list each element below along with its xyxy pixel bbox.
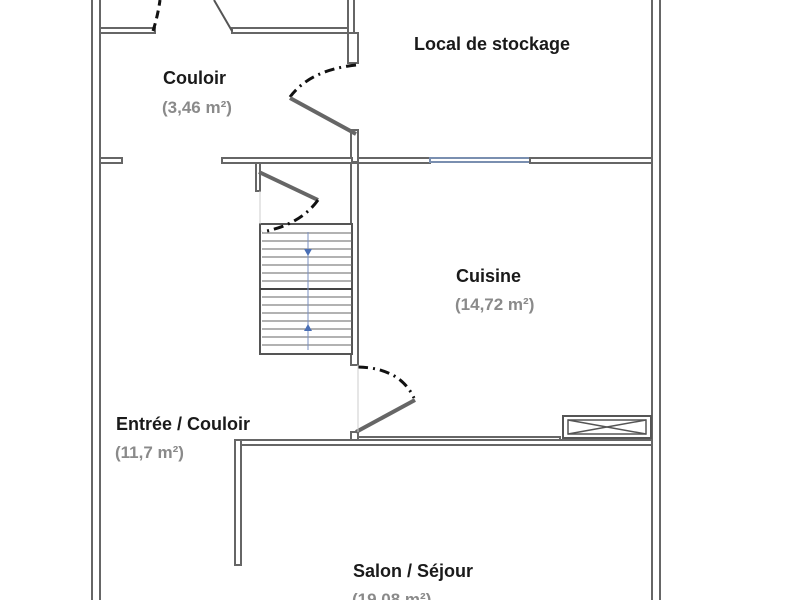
room-labels: Couloir (3,46 m²) Local de stockage Cuis… (115, 34, 570, 600)
wall-h-mid (221, 157, 353, 164)
door-swing-kitchen (357, 365, 416, 399)
wall-central-upper (347, 32, 359, 64)
outer-wall-right (651, 0, 661, 600)
door-swing-couloir (288, 63, 357, 98)
wall-salon-left (234, 439, 242, 566)
room-name-stockage: Local de stockage (414, 34, 570, 54)
room-area-couloir: (3,46 m²) (162, 98, 232, 117)
stair-arrow-down-icon (304, 249, 312, 256)
wall-salon-top (234, 439, 653, 446)
wall-h-right (357, 157, 431, 164)
wall-h-far-right (529, 157, 653, 164)
room-name-entree: Entrée / Couloir (116, 414, 250, 434)
door-leaf-couloir (289, 96, 357, 136)
room-area-entree: (11,7 m²) (115, 443, 184, 462)
room-name-couloir: Couloir (163, 68, 226, 88)
wall-top-left-a (99, 27, 156, 34)
wall-h-left-stub (99, 157, 123, 164)
wall-top-left-b (231, 27, 353, 34)
door-leaf-top (213, 0, 233, 32)
room-area-salon: (19,08 m²) (352, 590, 431, 600)
door-leaf-kitchen (355, 398, 416, 434)
door-swing-stair (261, 199, 320, 234)
duct-box (562, 415, 652, 439)
wall-top-vertical (347, 0, 355, 34)
walls (91, 0, 661, 600)
room-name-cuisine: Cuisine (456, 266, 521, 286)
wall-h-window (429, 157, 531, 163)
wall-stair-left (255, 162, 261, 192)
guide-lines (259, 191, 359, 432)
outer-wall-left (91, 0, 101, 600)
room-area-cuisine: (14,72 m²) (455, 295, 534, 314)
doors (151, 0, 416, 434)
room-name-salon: Salon / Séjour (353, 561, 473, 581)
stair-arrow-up-icon (304, 324, 312, 331)
door-leaf-stair (258, 170, 319, 202)
staircase (259, 223, 353, 355)
door-swing-top (151, 0, 162, 32)
